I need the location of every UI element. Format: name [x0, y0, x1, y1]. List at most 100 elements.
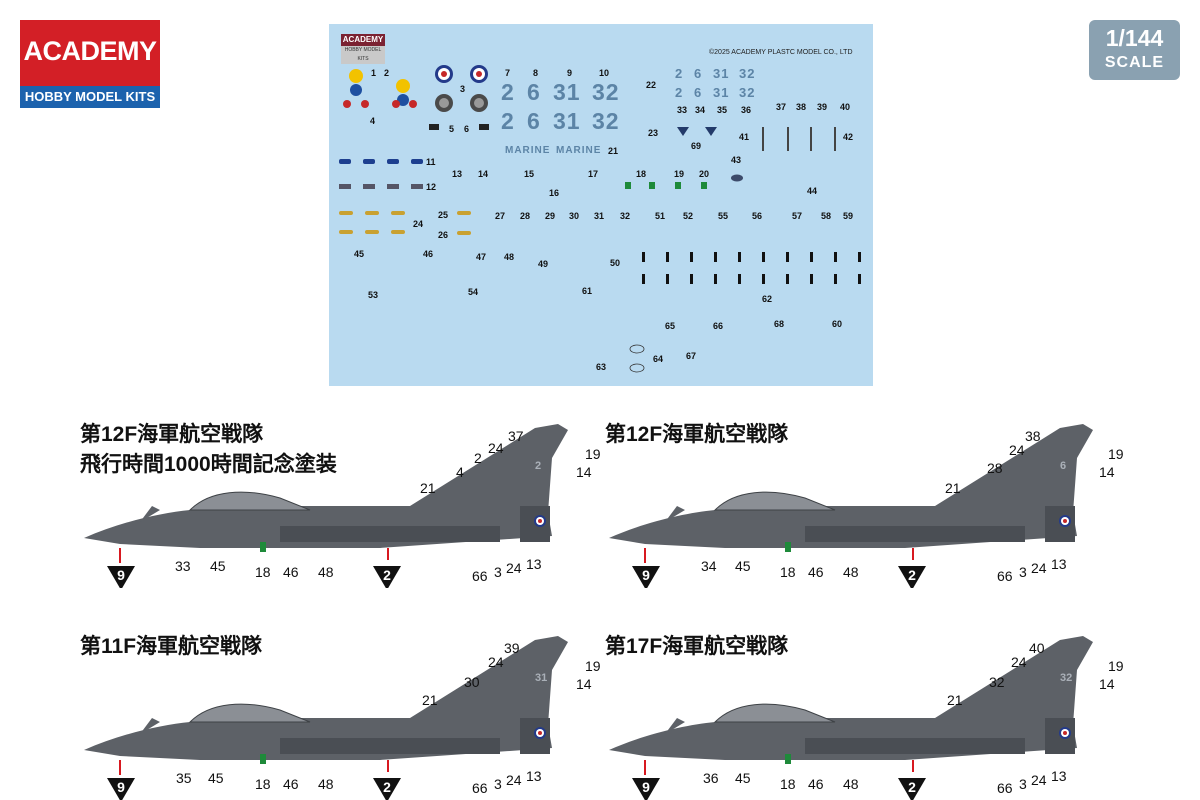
decal-callout: 46 [808, 564, 824, 580]
marine-decal-b: MARINE [556, 145, 602, 156]
decal-number: 35 [717, 105, 728, 115]
decal-number: 21 [608, 146, 619, 156]
decal-callout: 13 [526, 768, 542, 784]
academy-logo: ACADEMY HOBBY MODEL KITS [20, 20, 160, 108]
decal-callout: 18 [780, 776, 796, 792]
decal-number: 16 [549, 188, 560, 198]
belly-badge-number: 2 [908, 779, 916, 795]
decal-callout: 38 [1025, 428, 1041, 444]
decal-callout: 4 [456, 464, 464, 480]
decal-number: 25 [438, 210, 449, 220]
rafale-jet-side-view [84, 424, 568, 588]
code-decal-31-large: 31 [553, 79, 581, 105]
code-decal-32-small: 32 [739, 66, 756, 81]
brand-name: ACADEMY [20, 20, 160, 86]
brand-tagline: HOBBY MODEL KITS [20, 86, 160, 108]
decal-number: 10 [599, 68, 610, 78]
scale-ratio: 1/144 [1105, 25, 1164, 51]
belly-badge-shape [898, 778, 926, 800]
decal-number: 52 [683, 211, 694, 221]
decal-number: 18 [636, 169, 647, 179]
belly-badge-number: 2 [908, 567, 916, 583]
decal-number: 3 [460, 84, 466, 94]
nose-badge-shape [632, 778, 660, 800]
decal-number: 48 [504, 252, 515, 262]
rafale-jet-side-view [609, 424, 1093, 588]
decal-callout: 32 [989, 674, 1005, 690]
decal-callout: 19 [585, 446, 601, 462]
code-decal-6-small: 6 [694, 66, 703, 81]
decal-number: 24 [413, 219, 424, 229]
decal-callout: 13 [526, 556, 542, 572]
decal-number: 6 [464, 124, 470, 134]
decal-callout: 30 [464, 674, 480, 690]
decal-number: 30 [569, 211, 580, 221]
decal-number: 12 [426, 182, 437, 192]
decal-callout: 24 [1031, 772, 1047, 788]
decal-number: 26 [438, 230, 449, 240]
panel-title: 第12F海軍航空戦隊 [605, 423, 789, 446]
decal-number: 38 [796, 102, 807, 112]
decal-number: 64 [653, 354, 664, 364]
decal-callout: 33 [175, 558, 191, 574]
decal-number: 61 [582, 286, 593, 296]
belly-badge-number: 2 [383, 779, 391, 795]
decal-number: 49 [538, 259, 549, 269]
decal-callout: 24 [1011, 654, 1027, 670]
decal-callout: 2 [474, 450, 482, 466]
decal-sheet: ACADEMY HOBBY MODEL KITS ©2025 ACADEMY P… [329, 24, 873, 386]
decal-number: 46 [423, 249, 434, 259]
decal-number: 5 [449, 124, 455, 134]
nose-badge-shape [107, 566, 135, 588]
decal-number: 55 [718, 211, 729, 221]
mascot-decal [343, 69, 417, 108]
copyright-text: ©2025 ACADEMY PLASTC MODEL CO., LTD [709, 49, 853, 56]
decal-callout: 3 [494, 776, 502, 792]
decal-number: 53 [368, 290, 379, 300]
decal-number: 68 [774, 319, 785, 329]
decal-callout: 48 [318, 564, 334, 580]
decal-number: 34 [695, 105, 706, 115]
decal-callout: 24 [1009, 442, 1025, 458]
decal-number: 11 [426, 157, 436, 167]
decal-number: 43 [731, 155, 742, 165]
decal-number: 2 [384, 68, 390, 78]
decal-artwork [339, 65, 861, 373]
decal-callout: 18 [780, 564, 796, 580]
decal-number: 59 [843, 211, 854, 221]
decal-number: 22 [646, 80, 657, 90]
decal-number: 13 [452, 169, 463, 179]
decal-number: 27 [495, 211, 506, 221]
decal-number: 29 [545, 211, 556, 221]
decal-number: 60 [832, 319, 843, 329]
code-decal-6-small-b: 6 [694, 85, 703, 100]
decal-callout: 48 [843, 564, 859, 580]
decal-sheet-logo: ACADEMY HOBBY MODEL KITS [341, 34, 385, 64]
decal-callout: 45 [735, 770, 751, 786]
decal-callout: 21 [947, 692, 963, 708]
roundel-decals [435, 65, 488, 112]
nose-badge-shape [107, 778, 135, 800]
decal-callout: 40 [1029, 640, 1045, 656]
decal-number: 44 [807, 186, 818, 196]
decal-callout: 19 [585, 658, 601, 674]
decal-callout: 14 [1099, 464, 1115, 480]
decal-callout: 45 [735, 558, 751, 574]
decal-number: 66 [713, 321, 724, 331]
code-decal-2-small: 2 [675, 66, 684, 81]
code-decal-32-small-b: 32 [739, 85, 756, 100]
decal-callout: 19 [1108, 658, 1124, 674]
decal-callout: 13 [1051, 556, 1067, 572]
code-decal-31-small: 31 [713, 66, 730, 81]
code-decal-31-small-b: 31 [713, 85, 730, 100]
decal-number: 54 [468, 287, 479, 297]
decal-number: 32 [620, 211, 631, 221]
scale-badge: 1/144 SCALE [1089, 20, 1180, 80]
decal-number: 58 [821, 211, 832, 221]
decal-number: 1 [371, 68, 377, 78]
decal-number: 42 [843, 132, 854, 142]
decal-callout: 24 [506, 560, 522, 576]
code-decal-2-large-b: 2 [501, 108, 515, 134]
